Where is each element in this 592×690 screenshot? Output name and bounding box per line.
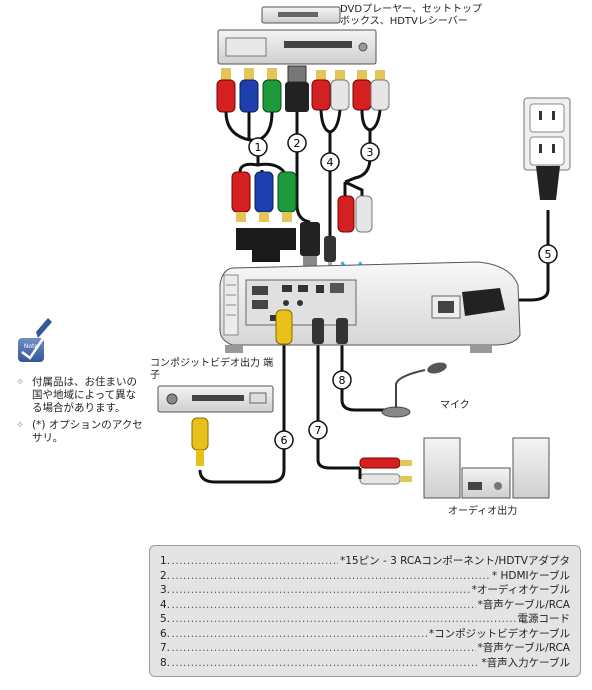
legend-row: ........................................…: [160, 597, 570, 612]
cables: [198, 109, 550, 484]
audio-output-label: オーディオ出力: [448, 506, 518, 517]
note-item-text: 付属品は、お住まいの国や地域によって異なる場合があります。: [32, 376, 137, 414]
projector: [219, 261, 521, 353]
cable-4-marker: 4: [320, 152, 340, 172]
hdmi-plug-lower: [300, 222, 320, 266]
cable-6-marker: 6: [274, 430, 294, 450]
dvd-player-label: DVDプレーヤー、セットトップ ボックス、HDTVレシーバー: [340, 4, 482, 27]
cable-1-number: 1: [255, 141, 262, 154]
dvd-player: [217, 29, 377, 65]
cable-6-number: 6: [281, 434, 288, 447]
legend-number: 8.: [160, 655, 173, 670]
note-bullet-icon: ✧: [16, 420, 25, 431]
note-panel: ✧ 付属品は、お住まいの国や地域によって異なる場合があります。 ✧ (*) オプ…: [14, 372, 144, 445]
cable-3-number: 3: [367, 146, 374, 159]
audio-rca-plugs-top-3: [352, 70, 390, 111]
legend-text: *オーディオケーブル: [469, 583, 570, 597]
legend-row: ........................................…: [160, 626, 570, 641]
wall-outlet: [523, 97, 571, 200]
composite-output-label: コンポジットビデオ出力 端子: [150, 358, 274, 381]
legend-text: *音声ケーブル/RCA: [475, 597, 570, 612]
legend-text: *音声入力ケーブル: [479, 655, 570, 670]
legend-row: ........................................…: [160, 554, 570, 568]
note-item: ✧ (*) オプションのアクセサリ。: [14, 419, 144, 445]
cable-2-marker: 2: [287, 133, 307, 153]
note-item-text: (*) オプションのアクセサリ。: [32, 419, 143, 444]
cable-7-marker: 7: [308, 420, 328, 440]
composite-plugs: [191, 309, 293, 466]
audio-rca-plugs-top-4: [311, 70, 350, 111]
note-bullet-icon: ✧: [16, 377, 25, 388]
composite-output-device: [157, 385, 274, 413]
cable-5-marker: 5: [538, 244, 558, 264]
component-rca-plugs-top: [216, 68, 282, 113]
legend-number: 3.: [160, 583, 173, 597]
microphone-label: マイク: [440, 400, 470, 411]
power-plug: [462, 288, 505, 316]
legend-dot-leader: ........................................…: [160, 613, 570, 625]
legend-text: *コンポジットビデオケーブル: [426, 626, 570, 641]
note-icon: Note: [18, 318, 52, 362]
legend-number: 4.: [160, 597, 173, 612]
cable-8-number: 8: [339, 374, 346, 387]
legend-dot-leader: ........................................…: [160, 656, 570, 669]
legend-row: ........................................…: [160, 583, 570, 597]
legend-text: *15ピン - 3 RCAコンポーネント/HDTVアダプタ: [338, 554, 570, 568]
microphone: [381, 362, 447, 418]
cable-4-number: 4: [327, 156, 334, 169]
legend-dot-leader: ........................................…: [160, 642, 570, 654]
component-rca-plugs-lower: [231, 171, 297, 262]
cable-number-markers: 1 2 3 4 5 6 7 8: [248, 133, 558, 450]
legend-dot-leader: ........................................…: [160, 569, 570, 582]
audio-jack-plugs-bottom: [312, 318, 348, 344]
cable-5-number: 5: [545, 248, 552, 261]
legend-row: ........................................…: [160, 655, 570, 670]
legend-number: 5.: [160, 612, 173, 626]
audio-rca-plugs-lower-3: [337, 180, 373, 277]
legend-number: 2.: [160, 568, 173, 583]
legend-number: 1.: [160, 554, 173, 568]
note-item: ✧ 付属品は、お住まいの国や地域によって異なる場合があります。: [14, 376, 144, 415]
legend-text: *音声ケーブル/RCA: [475, 641, 570, 655]
cable-1-marker: 1: [248, 137, 268, 157]
note-icon-label: Note: [24, 343, 39, 350]
cable-2-number: 2: [294, 137, 301, 150]
legend-text: 電源コード: [515, 612, 570, 626]
cable-8-marker: 8: [332, 370, 352, 390]
legend-row: ........................................…: [160, 568, 570, 583]
set-top-box: [261, 6, 341, 24]
legend-text: * HDMIケーブル: [489, 568, 570, 583]
audio-rca-plugs-7: [358, 457, 412, 485]
legend-dot-leader: ........................................…: [160, 598, 570, 611]
legend-dot-leader: ........................................…: [160, 584, 570, 596]
legend-number: 7.: [160, 641, 173, 655]
legend-row: ........................................…: [160, 612, 570, 626]
hdmi-plug-top: [285, 65, 309, 112]
legend-row: ........................................…: [160, 641, 570, 655]
cable-3-marker: 3: [360, 142, 380, 162]
audio-output-system: [423, 437, 550, 499]
cable-7-number: 7: [315, 424, 322, 437]
legend-number: 6.: [160, 626, 173, 641]
cable-legend: ........................................…: [149, 545, 581, 677]
